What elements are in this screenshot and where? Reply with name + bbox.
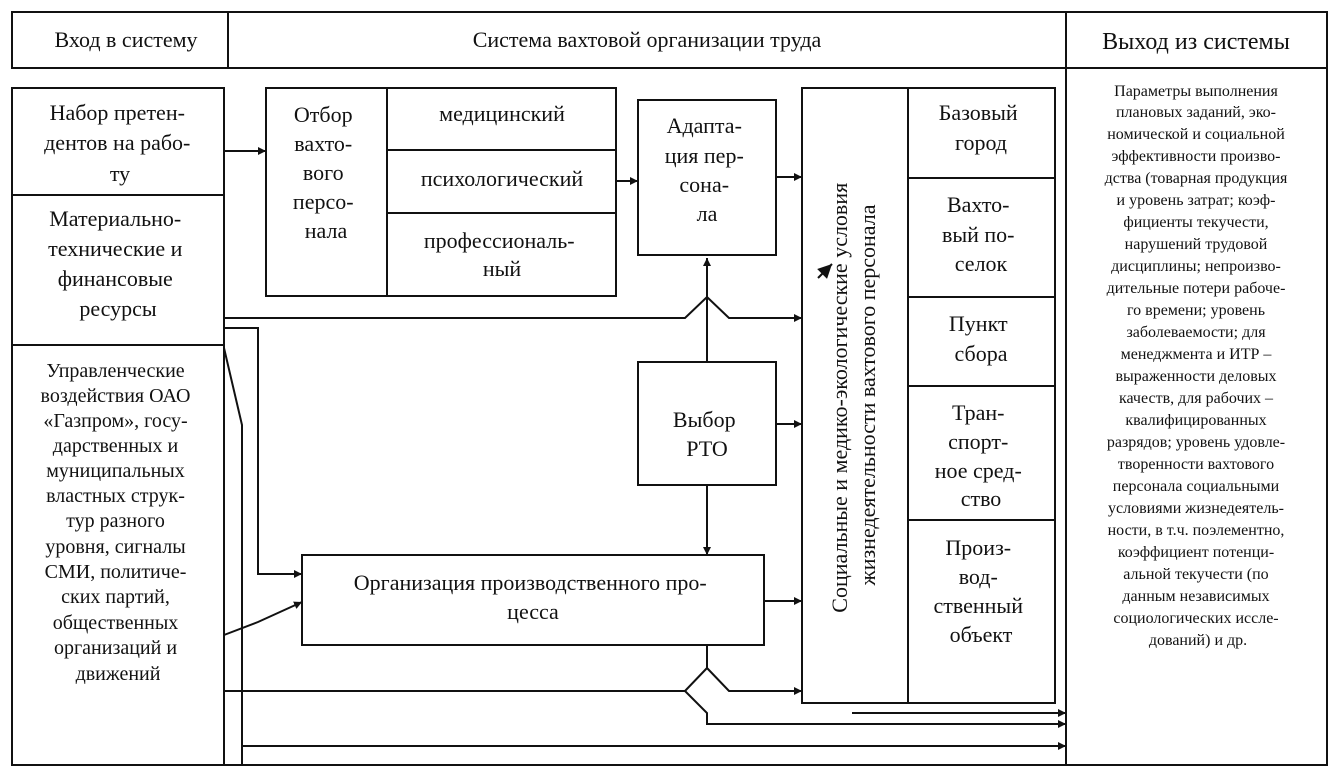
place-city-label: Базовый город bbox=[939, 100, 1023, 155]
header-frame bbox=[11, 11, 1328, 69]
output-box bbox=[1065, 67, 1328, 766]
place-transport-label: Тран- спорт- ное сред- ство bbox=[935, 400, 1028, 511]
header-input-label: Вход в систему bbox=[54, 27, 197, 52]
place-gather-label: Пункт сбора bbox=[949, 311, 1013, 366]
place-camp-label: Вахто- вый по- селок bbox=[942, 192, 1020, 276]
selection-medical-label: медицинский bbox=[439, 101, 565, 126]
header-system-label: Система вахтовой организации труда bbox=[473, 27, 822, 52]
header-output-label: Выход из системы bbox=[1102, 29, 1290, 55]
connectors bbox=[223, 147, 1066, 765]
rto-label: Выбор РТО bbox=[673, 407, 741, 461]
production-label: Организация производственного про- цесса bbox=[354, 570, 712, 624]
place-object-label: Произ- вод- ственный объект bbox=[933, 535, 1028, 647]
conditions-label: Социальные и медико-экологические услови… bbox=[827, 177, 880, 612]
resources-label: Материально- технические и финансовые ре… bbox=[48, 206, 188, 321]
selection-title: Отбор вахто- вого персо- нала bbox=[293, 102, 359, 243]
recruit-label: Набор претен- дентов на рабо- ту bbox=[44, 100, 196, 186]
selection-box bbox=[265, 87, 617, 297]
adaptation-label: Адапта- ция пер- сона- ла bbox=[665, 113, 750, 226]
selection-prof-label: профессиональ- ный bbox=[424, 228, 580, 281]
selection-psych-label: психологический bbox=[421, 166, 584, 191]
influences-label: Управленческие воздействия ОАО «Газпром»… bbox=[41, 360, 196, 685]
conditions-box bbox=[801, 87, 1056, 704]
influences-box bbox=[11, 344, 225, 766]
output-params-text: Параметры выполнения плановых заданий, э… bbox=[1105, 83, 1292, 649]
